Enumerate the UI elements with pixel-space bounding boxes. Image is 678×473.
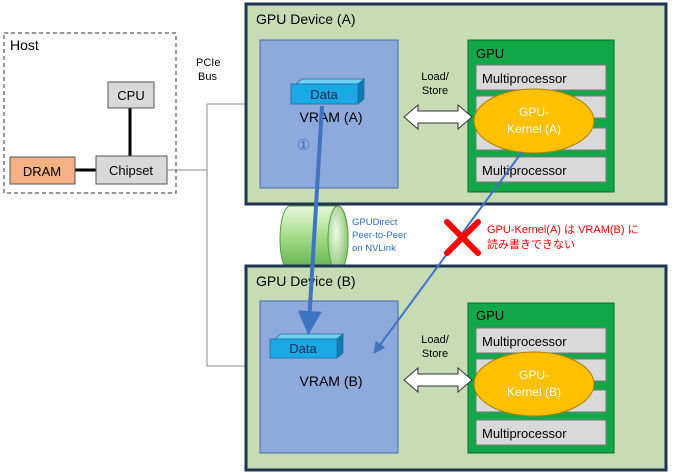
data-b-block: Data xyxy=(269,333,345,359)
kernel-a-label-1: GPU- xyxy=(519,105,549,119)
cross-mark-icon xyxy=(444,219,481,256)
data-a-block: Data xyxy=(290,78,366,105)
nvlink-label-2: Peer-to-Peer xyxy=(352,230,406,241)
data-a-label: Data xyxy=(310,87,338,102)
kernel-a-ellipse xyxy=(473,88,595,154)
step-marker: ① xyxy=(297,137,310,154)
mp-a-top-label: Multiprocessor xyxy=(482,71,567,86)
vram-a-label: VRAM (A) xyxy=(300,109,363,125)
chipset-box: Chipset xyxy=(95,155,168,185)
host-title: Host xyxy=(10,37,39,53)
pcie-bus-lines xyxy=(167,103,246,367)
kernel-b-label-1: GPU- xyxy=(519,368,549,382)
kernel-b-ellipse xyxy=(473,351,595,417)
nvlink-label-3: on NVLink xyxy=(352,243,396,254)
cpu-box: CPU xyxy=(107,81,155,109)
peer-copy-arrow xyxy=(297,105,324,335)
dram-label: DRAM xyxy=(23,164,61,179)
kernel-b-label-2: Kernel (B) xyxy=(507,385,561,399)
gpu-b-title: GPU xyxy=(476,308,504,323)
nvlink-label-1: GPUDirect xyxy=(352,217,398,228)
gpu-a-block: GPU Multiprocessor Multiprocessor GPU- K… xyxy=(467,39,615,193)
warning-text-2: 読み書きできない xyxy=(487,237,575,251)
load-store-a-arrow: Load/ Store xyxy=(403,71,473,131)
vram-a-block: VRAM (A) xyxy=(259,39,399,189)
load-store-a-label-2: Store xyxy=(422,85,448,97)
pcie-bus-label-1: PCIe xyxy=(196,57,220,69)
mp-a-bottom-label: Multiprocessor xyxy=(482,163,567,178)
load-store-b-label-1: Load/ xyxy=(421,334,449,346)
data-b-label: Data xyxy=(289,341,317,356)
gpu-a-title: GPU xyxy=(476,46,504,61)
chipset-label: Chipset xyxy=(109,163,153,178)
cpu-label: CPU xyxy=(117,88,144,103)
device-b-title: GPU Device (B) xyxy=(256,273,356,289)
vram-b-block: VRAM (B) xyxy=(259,300,399,454)
device-a-title: GPU Device (A) xyxy=(256,11,356,27)
kernel-a-label-2: Kernel (A) xyxy=(507,122,561,136)
mp-b-top-label: Multiprocessor xyxy=(482,334,567,349)
dram-box: DRAM xyxy=(9,156,76,185)
load-store-b-label-2: Store xyxy=(422,348,448,360)
vram-b-label: VRAM (B) xyxy=(300,373,363,389)
pcie-bus-label-2: Bus xyxy=(198,71,217,83)
load-store-a-label-1: Load/ xyxy=(421,71,449,83)
mp-b-bottom-label: Multiprocessor xyxy=(482,426,567,441)
load-store-b-arrow: Load/ Store xyxy=(403,334,473,394)
gpu-b-block: GPU Multiprocessor Multiprocessor GPU- K… xyxy=(467,302,615,454)
warning-text-1: GPU-Kernel(A) は VRAM(B) に xyxy=(487,223,639,236)
